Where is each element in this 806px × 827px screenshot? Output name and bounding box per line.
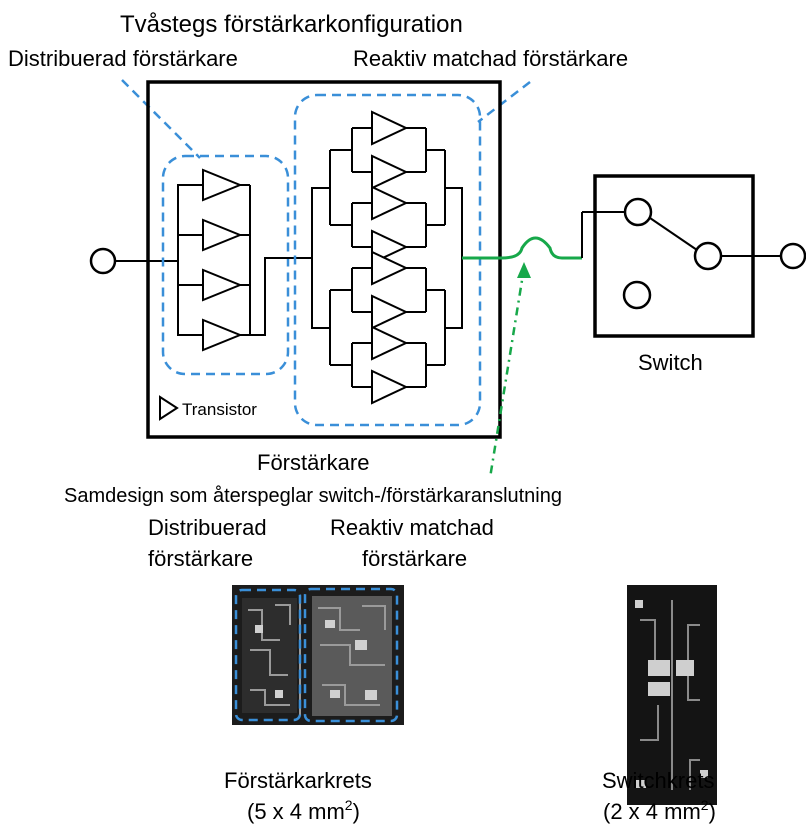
reactive-transistors	[371, 110, 409, 405]
codesign-label: Samdesign som återspeglar switch-/förstä…	[64, 485, 562, 507]
reactive-wiring	[311, 127, 463, 388]
transistor-legend-icon	[159, 395, 179, 421]
output-terminal	[779, 242, 806, 270]
switch-chip-size-value: (2 x 4 mm	[603, 799, 701, 824]
transistor-r5	[371, 250, 409, 286]
input-terminal	[89, 247, 117, 275]
switch-contact-open	[622, 280, 652, 310]
distributed-group	[161, 154, 290, 376]
transistor-d3	[202, 268, 243, 302]
reactive-group	[293, 93, 482, 427]
amplifier-label: Förstärkare	[257, 450, 369, 475]
photo-distributed-label-2: förstärkare	[148, 546, 253, 571]
transistor-r3	[371, 185, 409, 221]
transistor-r7	[371, 325, 409, 361]
codesign-arrowhead	[517, 262, 531, 278]
amplifier-chip-photo	[232, 585, 404, 725]
transistor-legend-label: Transistor	[182, 400, 257, 419]
amplifier-chip-size-sup: 2	[345, 797, 353, 813]
switch-chip-photo	[627, 585, 717, 805]
title: Tvåstegs förstärkarkonfiguration	[120, 11, 463, 38]
switch-chip-label: Switchkrets	[602, 768, 714, 793]
photo-distributed-label-1: Distribuerad	[148, 515, 267, 540]
amp-switch-connection	[462, 236, 582, 260]
switch-contact-out	[693, 241, 723, 271]
distributed-wiring	[177, 184, 312, 336]
transistor-d4	[202, 318, 243, 352]
amplifier-chip-size-value: (5 x 4 mm	[247, 799, 345, 824]
switch-contact-in	[623, 197, 653, 227]
amplifier-chip-size-close: )	[353, 799, 360, 824]
switch-arm	[649, 217, 698, 251]
reactive-callout-line	[477, 81, 531, 123]
switch-label: Switch	[638, 350, 703, 375]
transistor-r6	[371, 294, 409, 330]
reactive-amplifier-label: Reaktiv matchad förstärkare	[353, 46, 628, 71]
codesign-callout-line	[488, 267, 526, 479]
switch-chip-size-sup: 2	[701, 797, 709, 813]
transistor-r8	[371, 369, 409, 405]
photo-reactive-label-1: Reaktiv matchad	[330, 515, 494, 540]
distributed-callout-line	[121, 79, 201, 159]
transistor-d2	[202, 218, 243, 252]
amplifier-chip-size: (5 x 4 mm2)	[247, 797, 360, 824]
switch-chip-size-close: )	[709, 799, 716, 824]
amplifier-chip-label: Förstärkarkrets	[224, 768, 372, 793]
switch-chip-size: (2 x 4 mm2)	[603, 797, 716, 824]
distributed-amplifier-label: Distribuerad förstärkare	[8, 46, 238, 71]
transistor-r2	[371, 154, 409, 190]
photo-reactive-label-2: förstärkare	[362, 546, 467, 571]
transistor-d1	[202, 168, 243, 202]
amplifier-box	[146, 80, 502, 439]
transistor-r1	[371, 110, 409, 146]
